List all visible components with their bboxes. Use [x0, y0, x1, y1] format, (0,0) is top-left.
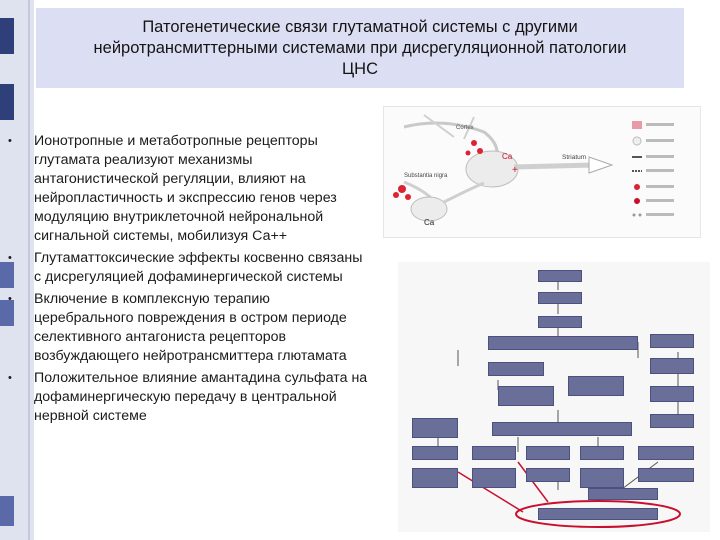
decor-tick	[0, 84, 14, 120]
flow-box	[568, 376, 624, 396]
flow-box	[412, 446, 458, 460]
legend-swatch	[632, 136, 642, 146]
decor-line	[28, 0, 30, 540]
decor-tick	[0, 300, 14, 326]
bullet-text: Включение в комплексную терапию церебрал…	[34, 291, 347, 364]
legend-line	[646, 199, 674, 202]
label-plus: +	[512, 165, 518, 176]
legend-line	[646, 185, 674, 188]
flow-box	[472, 468, 516, 488]
flow-box	[650, 414, 694, 428]
label-substantia-nigra: Substantia nigra	[404, 173, 448, 179]
flow-box	[412, 468, 458, 488]
bullet-text: Глутаматтоксические эффекты косвенно свя…	[34, 250, 363, 285]
flow-box	[472, 446, 516, 460]
label-ca-bottom: Ca	[424, 218, 435, 227]
bullet-text: Положительное влияние амантадина сульфат…	[34, 370, 368, 424]
legend-line	[646, 213, 674, 216]
legend-swatch	[634, 184, 640, 190]
bullet-dot: •	[8, 372, 12, 384]
legend-line	[646, 169, 674, 172]
decor-tick	[0, 262, 14, 288]
flow-box	[538, 270, 582, 282]
label-ca-top: Ca	[502, 152, 513, 161]
bullet-item: • Включение в комплексную терапию церебр…	[0, 290, 370, 366]
flow-box	[488, 336, 638, 350]
legend-swatch	[632, 121, 642, 129]
decor-tick	[0, 18, 14, 54]
flow-box	[488, 362, 544, 376]
flow-box	[580, 468, 624, 488]
legend-line	[646, 139, 674, 142]
flow-box	[580, 446, 624, 460]
flow-box	[650, 386, 694, 402]
slide-title-box: Патогенетические связи глутаматной систе…	[36, 8, 684, 88]
bullet-list: • Ионотропные и метаботропные рецепторы …	[0, 132, 370, 429]
flow-box	[588, 488, 658, 500]
flow-box	[526, 468, 570, 482]
pathogenesis-flowchart	[398, 262, 710, 532]
bullet-text: Ионотропные и метаботропные рецепторы гл…	[34, 133, 337, 244]
left-decor-bar	[0, 0, 34, 540]
flow-box	[538, 508, 658, 520]
bullet-dot: •	[8, 293, 12, 305]
legend-swatch	[634, 198, 640, 204]
label-striatum: Striatum	[562, 154, 586, 161]
flow-box	[638, 446, 694, 460]
flow-box	[412, 418, 458, 438]
highlight-oval	[515, 500, 681, 528]
flow-box	[638, 468, 694, 482]
flow-box	[538, 316, 582, 328]
flow-box	[498, 386, 554, 406]
flow-box	[650, 358, 694, 374]
decor-tick	[0, 496, 14, 526]
neuron-pathway-figure: Cortex Striatum Substantia nigra Ca Ca +	[383, 106, 701, 238]
bullet-dot: •	[8, 252, 12, 264]
legend-swatch	[632, 213, 636, 217]
bullet-dot: •	[8, 135, 12, 147]
bullet-item: • Положительное влияние амантадина сульф…	[0, 369, 370, 426]
flow-box	[492, 422, 632, 436]
bullet-item: • Ионотропные и метаботропные рецепторы …	[0, 132, 370, 246]
label-cortex: Cortex	[456, 125, 474, 131]
flow-box	[650, 334, 694, 348]
neuron-pathway-svg: Cortex Striatum Substantia nigra Ca Ca +	[393, 114, 674, 227]
slide-title: Патогенетические связи глутаматной систе…	[93, 17, 627, 78]
legend-line	[646, 123, 674, 126]
flow-box	[538, 292, 582, 304]
bullet-item: • Глутаматтоксические эффекты косвенно с…	[0, 249, 370, 287]
legend-line	[646, 155, 674, 158]
flow-box	[526, 446, 570, 460]
